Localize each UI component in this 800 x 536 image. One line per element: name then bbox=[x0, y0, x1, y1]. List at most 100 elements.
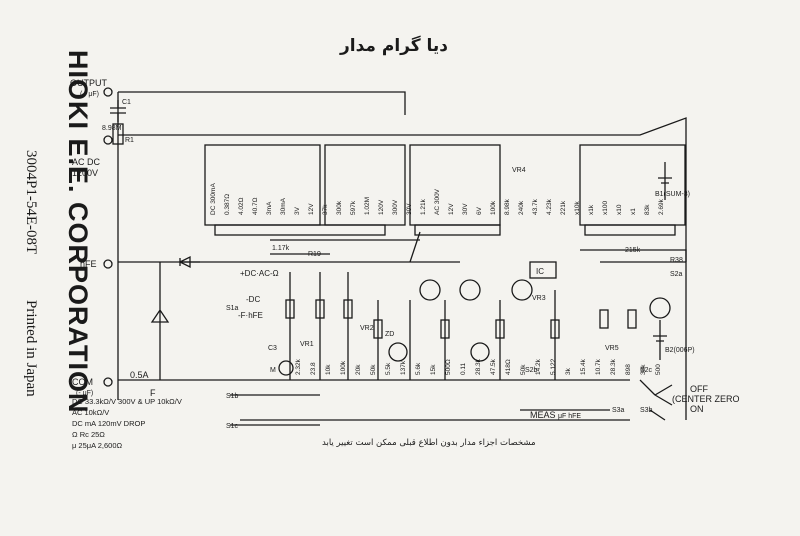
spec-line: DC 33.3kΩ/V 300V & UP 10kΩ/V bbox=[72, 397, 182, 406]
vr2-label: VR2 bbox=[360, 325, 374, 332]
resistor-value-label: 300V bbox=[392, 199, 399, 215]
footnote: مشخصات اجزاء مدار بدون اطلاع قبلی ممکن ا… bbox=[322, 438, 536, 448]
resistor-value-label: 28.3k bbox=[475, 358, 482, 375]
resistor-value-label: x10 bbox=[616, 204, 623, 215]
transistor-q1 bbox=[419, 279, 441, 301]
resistor-value-label: 500 bbox=[655, 364, 662, 375]
s2b-label: S2b bbox=[525, 367, 538, 374]
resistor-value-label: 597k bbox=[350, 200, 357, 215]
resistor-value-label: 10.7k bbox=[595, 358, 602, 375]
spec-line: DC mA 120mV DROP bbox=[72, 419, 145, 428]
s1b-label: S1b bbox=[226, 393, 239, 400]
r38-label: R38 bbox=[670, 257, 683, 264]
resistor-value-label: 20k bbox=[355, 364, 362, 375]
s1c-label: S1c bbox=[226, 423, 239, 430]
f-hfe-label: -F·hFE bbox=[238, 311, 263, 320]
s2a-label: S2a bbox=[670, 271, 683, 278]
resistor-value-label: 2.69k bbox=[658, 198, 665, 215]
resistor-value-label: 120V bbox=[378, 199, 385, 215]
resistor-value-label: 37k bbox=[322, 204, 329, 215]
resistor-value-label: 50k bbox=[520, 364, 527, 375]
resistor-value-label: x1k bbox=[588, 204, 595, 215]
output-sub-label: (+ μF) bbox=[80, 91, 99, 98]
meter-label: M bbox=[270, 367, 276, 374]
resistor-value-label: 30mA bbox=[280, 197, 287, 215]
resistor-value-label: 898 bbox=[625, 364, 632, 375]
resistor-value-label: 3V bbox=[294, 206, 301, 215]
r-117k-label: 1.17k bbox=[272, 245, 290, 252]
com-label: COM bbox=[72, 377, 93, 387]
resistor-value-label: 15k bbox=[430, 364, 437, 375]
acdc-label: AC DC bbox=[72, 157, 101, 167]
resistor-value-label: 240k bbox=[518, 200, 525, 215]
meter-m bbox=[278, 360, 294, 376]
resistor-value-label: 6V bbox=[476, 206, 483, 215]
fuse-f-label: F bbox=[150, 388, 156, 398]
resistor-value-label: 0.11 bbox=[460, 362, 467, 375]
resistor-value-label: AC 300V bbox=[434, 188, 441, 215]
resistor-value-label: 50k bbox=[370, 364, 377, 375]
s1a-label: S1a bbox=[226, 305, 239, 312]
vr1-label: VR1 bbox=[300, 341, 314, 348]
resistor-value-label: 40.7Ω bbox=[252, 197, 259, 215]
resistor-value-label: 12V bbox=[308, 203, 315, 215]
resistor-value-label: 100k bbox=[490, 200, 497, 215]
com-terminal bbox=[103, 377, 113, 387]
resistor-value-label: 3mA bbox=[266, 201, 273, 215]
acdc-terminal bbox=[103, 135, 113, 145]
resistor-value-label: 1.21k bbox=[420, 198, 427, 215]
resistor-value-label: 137k bbox=[400, 360, 407, 375]
resistor-value-label: 83k bbox=[644, 204, 651, 215]
diagram-title: دیا گرام مدار bbox=[340, 36, 449, 56]
resistor-value-label: 12V bbox=[448, 203, 455, 215]
resistor-value-label: 4.02Ω bbox=[238, 197, 245, 215]
resistor-value-label: 2.32k bbox=[295, 358, 302, 375]
resistor-r1 bbox=[112, 123, 124, 145]
com-sub-label: (- μF) bbox=[76, 390, 93, 397]
resistor-value-label: 3k bbox=[565, 367, 572, 375]
r-215k-label: 215k bbox=[625, 247, 641, 254]
resistor-value-label: x100 bbox=[602, 201, 609, 215]
resistor-value-label: 14.2k bbox=[535, 358, 542, 375]
spec-line: AC 10kΩ/V bbox=[72, 408, 109, 417]
dc-label: -DC bbox=[246, 295, 260, 304]
resistor-value-label: 30V bbox=[462, 203, 469, 215]
resistor-value-label: 30k bbox=[640, 364, 647, 375]
s2c-label: S2c bbox=[640, 367, 653, 374]
transistor-q6 bbox=[649, 297, 671, 319]
r1-value: 8.98M bbox=[102, 125, 122, 132]
ic-box bbox=[529, 261, 557, 279]
output-terminal bbox=[103, 87, 113, 97]
resistor-value-label: x1 bbox=[630, 208, 637, 215]
resistor-value-label: 1.02M bbox=[364, 197, 371, 215]
resistor-value-label: 0.387Ω bbox=[224, 194, 231, 215]
r19-label: R19 bbox=[308, 251, 321, 258]
resistor-value-label: 47.5k bbox=[490, 358, 497, 375]
resistor-value-label: 221k bbox=[560, 200, 567, 215]
acdc-voltage-label: 1200V bbox=[72, 168, 98, 178]
c3-label: C3 bbox=[268, 345, 277, 352]
meas-label: MEAS bbox=[530, 410, 556, 420]
transistor-q4 bbox=[388, 342, 408, 362]
b1-label: B1(SUM-3) bbox=[655, 191, 690, 198]
on-label: ON bbox=[690, 404, 704, 414]
center-zero-label: (CENTER ZERO bbox=[672, 394, 740, 404]
fuse-label: 0.5A bbox=[130, 370, 149, 380]
r1-label: R1 bbox=[125, 137, 134, 144]
s3b-label: S3b bbox=[640, 407, 653, 414]
zd-label: ZD bbox=[385, 331, 394, 338]
off-label: OFF bbox=[690, 384, 708, 394]
resistor-value-label: 5.6k bbox=[415, 362, 422, 375]
c1-label: C1 bbox=[122, 99, 131, 106]
vr3-label: VR3 bbox=[532, 295, 546, 302]
resistor-value-label: 500Ω bbox=[445, 359, 452, 375]
resistor-value-label: 23.8 bbox=[310, 362, 317, 375]
resistor-value-label: 4.23k bbox=[546, 198, 553, 215]
transistor-q2 bbox=[459, 279, 481, 301]
resistor-value-label: x10k bbox=[574, 201, 581, 215]
resistor-value-label: 10k bbox=[325, 364, 332, 375]
output-label: OUTPUT bbox=[70, 78, 108, 88]
resistor-value-label: 15.4k bbox=[580, 358, 587, 375]
